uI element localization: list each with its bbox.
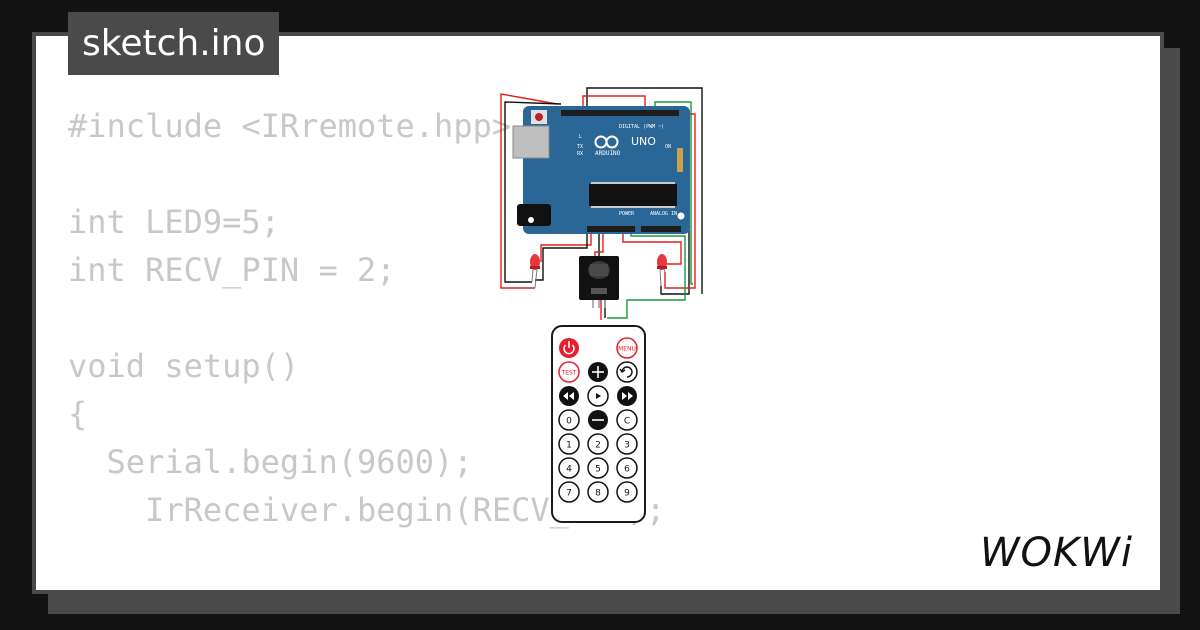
svg-text:6: 6 — [624, 465, 630, 475]
svg-text:4: 4 — [566, 465, 572, 475]
file-tab[interactable]: sketch.ino — [68, 12, 280, 75]
usb-port — [512, 125, 550, 159]
svg-text:7: 7 — [566, 489, 572, 499]
remote-digit-8-button[interactable]: 8 — [587, 481, 609, 503]
svg-text:8: 8 — [595, 489, 601, 499]
code-line: Serial.begin(9600); — [68, 443, 473, 481]
power-label: POWER — [619, 211, 635, 217]
code-line: int LED9=5; — [68, 203, 280, 241]
svg-text:1: 1 — [566, 441, 572, 451]
microcontroller-chip — [589, 184, 677, 206]
ir-remote[interactable]: MENU TEST — [551, 325, 646, 523]
code-preview: #include <IRremote.hpp> int LED9=5; int RE… — [68, 102, 665, 590]
circuit-diagram: DIGITAL (PWM ~) UNO ARDUINO ON TX RX L P… — [500, 87, 703, 523]
wokwi-logo: WOKWi — [980, 530, 1133, 576]
remote-digit-0-button[interactable]: 0 — [558, 409, 580, 431]
led-left[interactable] — [530, 254, 540, 289]
remote-digit-9-button[interactable]: 9 — [616, 481, 638, 503]
remote-digit-4-button[interactable]: 4 — [558, 457, 580, 479]
remote-prev-button[interactable] — [559, 386, 579, 406]
power-jack — [517, 204, 551, 226]
remote-power-button[interactable] — [559, 338, 579, 358]
analog-header — [641, 226, 681, 232]
ir-receiver[interactable] — [579, 256, 619, 308]
digital-header — [561, 110, 679, 116]
svg-text:5: 5 — [595, 465, 601, 475]
digital-label: DIGITAL (PWM ~) — [619, 124, 664, 130]
brand-label: ARDUINO — [595, 150, 621, 157]
l-label: L — [579, 134, 582, 140]
code-line: int RECV_PIN = 2; — [68, 251, 396, 289]
remote-next-button[interactable] — [617, 386, 637, 406]
remote-digit-2-button[interactable]: 2 — [587, 433, 609, 455]
remote-digit-7-button[interactable]: 7 — [558, 481, 580, 503]
remote-digit-5-button[interactable]: 5 — [587, 457, 609, 479]
svg-text:C: C — [624, 417, 630, 427]
remote-play-button[interactable] — [587, 385, 609, 407]
icsp-header — [677, 148, 683, 172]
remote-digit-3-button[interactable]: 3 — [616, 433, 638, 455]
code-line — [68, 534, 665, 582]
code-line: { — [68, 395, 88, 433]
svg-text:2: 2 — [595, 441, 601, 451]
svg-text:0: 0 — [566, 417, 572, 427]
remote-digit-6-button[interactable]: 6 — [616, 457, 638, 479]
remote-digit-1-button[interactable]: 1 — [558, 433, 580, 455]
code-line: void setup() — [68, 347, 300, 385]
board-name-label: UNO — [631, 135, 656, 148]
remote-menu-button[interactable]: MENU — [616, 337, 638, 359]
on-label: ON — [665, 144, 671, 150]
led-right[interactable] — [657, 254, 667, 287]
remote-minus-button[interactable] — [588, 410, 608, 430]
remote-back-button[interactable] — [616, 361, 638, 383]
svg-text:WOKWi: WOKWi — [980, 530, 1133, 576]
svg-text:9: 9 — [624, 489, 630, 499]
power-header — [587, 226, 635, 232]
remote-plus-button[interactable] — [588, 362, 608, 382]
code-line: #include <IRremote.hpp> — [68, 107, 512, 145]
rx-label: RX — [577, 151, 583, 157]
code-line: } — [68, 582, 665, 590]
svg-text:3: 3 — [624, 441, 630, 451]
tx-label: TX — [577, 144, 583, 150]
wires — [500, 87, 703, 320]
arduino-uno-board[interactable]: DIGITAL (PWM ~) UNO ARDUINO ON TX RX L P… — [512, 106, 690, 234]
remote-c-button[interactable]: C — [616, 409, 638, 431]
analog-label: ANALOG IN — [650, 211, 677, 217]
remote-test-button[interactable]: TEST — [558, 361, 580, 383]
svg-text:TEST: TEST — [561, 370, 577, 377]
svg-text:MENU: MENU — [618, 346, 636, 353]
